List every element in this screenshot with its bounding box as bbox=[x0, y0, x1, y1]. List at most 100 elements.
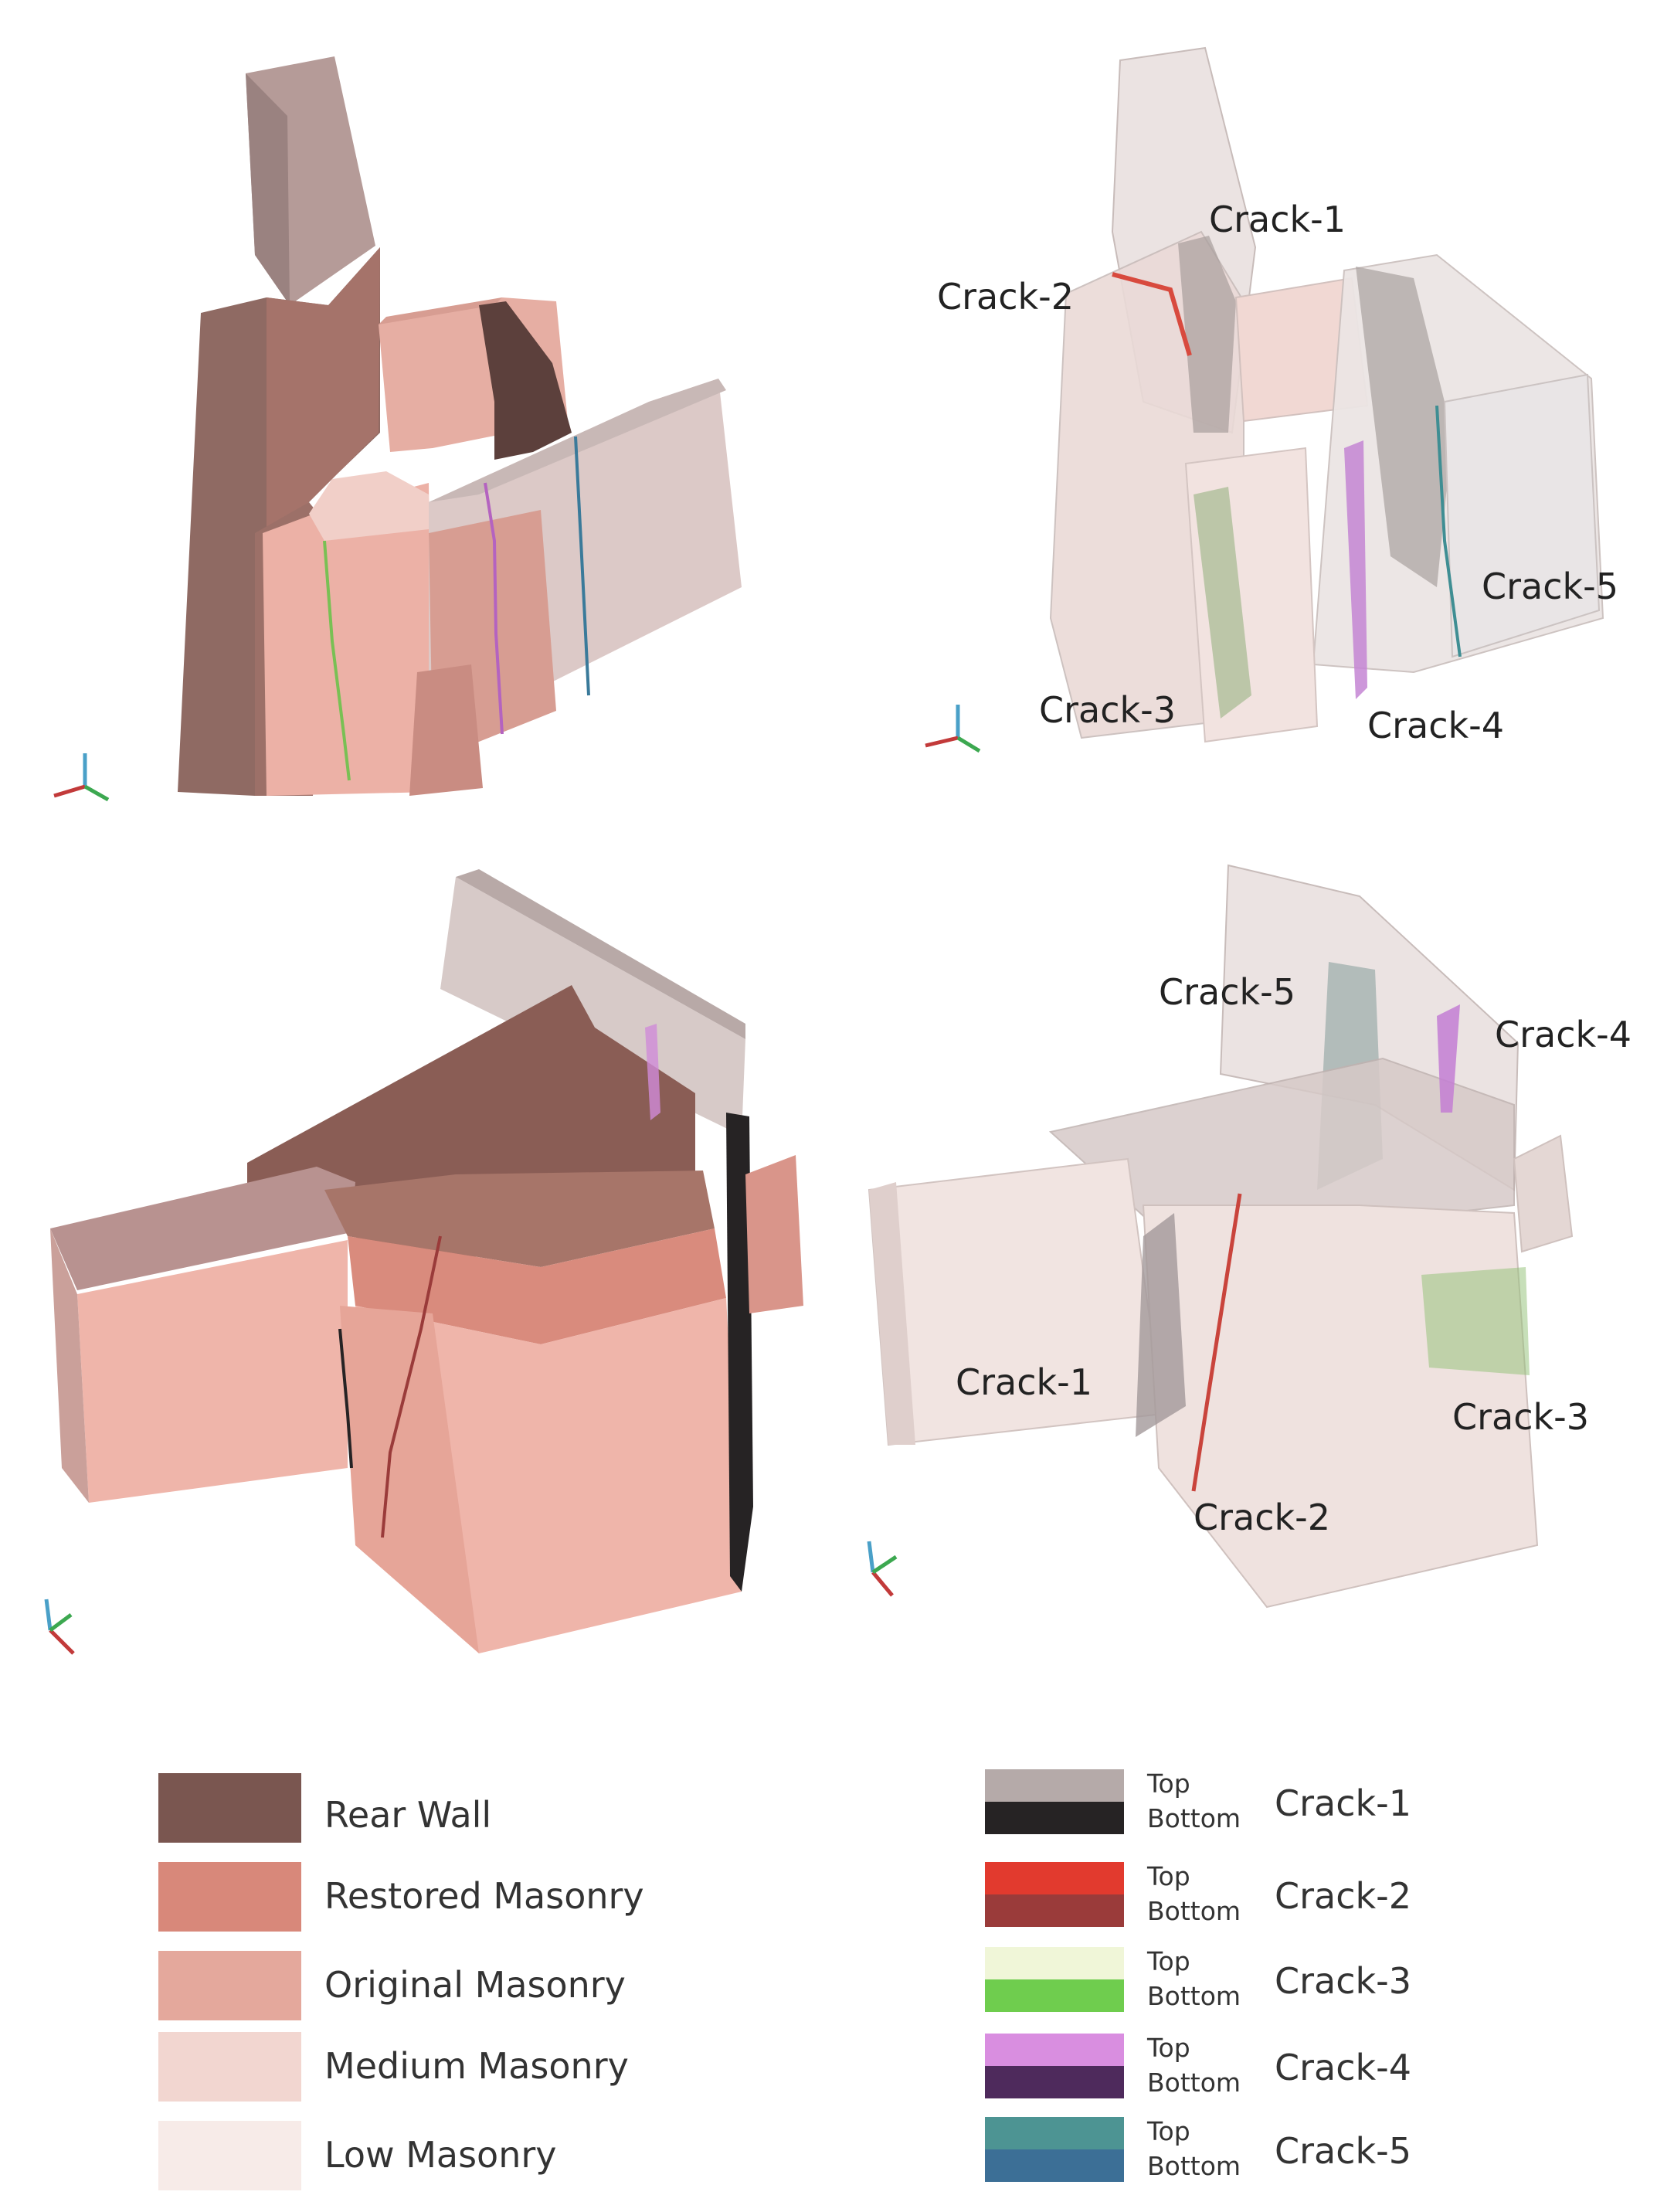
legend-swatch-bottom bbox=[985, 2066, 1124, 2098]
br-crack-4-shade bbox=[1437, 1004, 1460, 1113]
legend-item-rear-wall: Rear Wall bbox=[158, 1773, 491, 1843]
bl-right-block bbox=[745, 1155, 803, 1313]
legend-item-crack-1: Top Bottom Crack-1 bbox=[985, 1769, 1411, 1834]
legend-item-crack-2: Top Bottom Crack-2 bbox=[985, 1861, 1411, 1927]
legend-swatch-top bbox=[985, 1862, 1124, 1894]
right-wall-top bbox=[429, 379, 726, 502]
axis-triad-icon bbox=[53, 753, 110, 802]
axis-triad-icon bbox=[925, 705, 981, 753]
legend-swatch-top bbox=[985, 2117, 1124, 2149]
crack-5-line bbox=[574, 436, 590, 696]
tr-label-crack-1: Crack-1 bbox=[1209, 199, 1346, 240]
legend-bottom-label: Bottom bbox=[1147, 2151, 1241, 2181]
br-label-crack-1: Crack-1 bbox=[956, 1361, 1092, 1403]
front-block-top bbox=[309, 471, 429, 541]
legend-label: Rear Wall bbox=[324, 1794, 491, 1836]
legend-swatch bbox=[158, 1951, 301, 2020]
legend-swatch-top bbox=[985, 2034, 1124, 2066]
tr-label-crack-3: Crack-3 bbox=[1039, 689, 1176, 731]
legend-swatch-top bbox=[985, 1769, 1124, 1802]
legend-swatch-bottom bbox=[985, 1802, 1124, 1834]
legend-bottom-label: Bottom bbox=[1147, 1803, 1241, 1833]
legend-top-label: Top bbox=[1146, 1769, 1190, 1799]
legend-crack-label: Crack-4 bbox=[1275, 2047, 1411, 2088]
bl-left-wing-top bbox=[50, 1167, 355, 1290]
legend-item-crack-3: Top Bottom Crack-3 bbox=[985, 1946, 1411, 2012]
legend-crack-label: Crack-3 bbox=[1275, 1960, 1411, 2002]
br-label-crack-4: Crack-4 bbox=[1495, 1014, 1632, 1055]
tr-right-dark bbox=[1356, 267, 1452, 587]
br-label-crack-3: Crack-3 bbox=[1452, 1396, 1589, 1438]
rear-pillar-side bbox=[246, 73, 290, 305]
bl-left-wing-side bbox=[50, 1228, 89, 1503]
tr-crack-1-shade bbox=[1178, 236, 1236, 433]
bl-crack-1-line bbox=[338, 1328, 353, 1469]
br-crack-2-line bbox=[1191, 1193, 1242, 1492]
tr-right-slab bbox=[1443, 373, 1601, 658]
tr-crack-5-line bbox=[1435, 405, 1462, 657]
legend-swatch-bottom bbox=[985, 1979, 1124, 2012]
tr-label-crack-4: Crack-4 bbox=[1367, 705, 1504, 746]
br-crack-3-shade bbox=[1421, 1267, 1530, 1375]
legend-item-original-masonry: Original Masonry bbox=[158, 1951, 626, 2020]
crack-4-line bbox=[484, 482, 504, 735]
bottom-right-model: Crack-5 Crack-4 Crack-1 Crack-3 Crack-2 bbox=[867, 864, 1632, 1609]
bl-front-left-face bbox=[340, 1306, 479, 1653]
legend-item-low-masonry: Low Masonry bbox=[158, 2121, 556, 2190]
bl-front-top bbox=[324, 1171, 715, 1267]
right-wall-step bbox=[409, 664, 483, 796]
bl-rear-top-wall bbox=[440, 877, 745, 1136]
tr-crack-2-line bbox=[1112, 272, 1192, 356]
legend-item-crack-4: Top Bottom Crack-4 bbox=[985, 2033, 1411, 2098]
tr-label-crack-2: Crack-2 bbox=[937, 276, 1074, 318]
legend-swatch-bottom bbox=[985, 2149, 1124, 2182]
legend-swatch bbox=[158, 2032, 301, 2102]
br-right-block bbox=[1513, 1134, 1574, 1253]
bottom-left-model bbox=[44, 869, 803, 1655]
bridge-beam-top bbox=[379, 297, 502, 324]
legend-label: Restored Masonry bbox=[324, 1875, 644, 1917]
bl-rear-top-face bbox=[456, 869, 745, 1039]
legend-top-label: Top bbox=[1146, 1946, 1190, 1976]
legend-item-medium-masonry: Medium Masonry bbox=[158, 2032, 629, 2102]
bl-right-edge bbox=[726, 1113, 753, 1592]
bl-left-wing-face bbox=[77, 1240, 348, 1503]
legend-swatch-bottom bbox=[985, 1894, 1124, 1927]
front-block bbox=[263, 483, 433, 796]
legend-crack-label: Crack-5 bbox=[1275, 2130, 1411, 2172]
legend-bottom-label: Bottom bbox=[1147, 1896, 1241, 1926]
bl-crack-2-line bbox=[381, 1235, 442, 1538]
legend-item-crack-5: Top Bottom Crack-5 bbox=[985, 2116, 1411, 2182]
top-right-model: Crack-1 Crack-2 Crack-3 Crack-4 Crack-5 bbox=[925, 46, 1618, 753]
legend-swatch bbox=[158, 1862, 301, 1932]
axis-triad-icon bbox=[867, 1541, 898, 1597]
legend-bottom-label: Bottom bbox=[1147, 1981, 1241, 2011]
legend-label: Low Masonry bbox=[324, 2134, 556, 2176]
tr-crack-4-shade bbox=[1344, 440, 1367, 699]
bl-pink-crack bbox=[645, 1024, 660, 1120]
br-crack-1-shade bbox=[1136, 1213, 1186, 1437]
legend-crack-label: Crack-2 bbox=[1275, 1875, 1411, 1917]
legend-swatch bbox=[158, 1773, 301, 1843]
bl-front-band bbox=[348, 1228, 726, 1344]
br-left-wing-side bbox=[869, 1182, 915, 1445]
legend-label: Original Masonry bbox=[324, 1964, 626, 2006]
legend-crack-label: Crack-1 bbox=[1275, 1782, 1411, 1824]
legend-cracks: Top Bottom Crack-1 Top Bottom Crack-2 To… bbox=[985, 1769, 1411, 2182]
crack-3-line bbox=[323, 540, 351, 781]
legend-materials: Rear Wall Restored Masonry Original Maso… bbox=[158, 1773, 644, 2190]
legend-swatch bbox=[158, 2121, 301, 2190]
legend-top-label: Top bbox=[1146, 2033, 1190, 2063]
tr-label-crack-5: Crack-5 bbox=[1482, 566, 1618, 607]
legend-top-label: Top bbox=[1146, 1861, 1190, 1891]
top-left-model bbox=[53, 56, 742, 802]
tr-crack-3-shade bbox=[1194, 487, 1251, 719]
br-label-crack-5: Crack-5 bbox=[1159, 971, 1295, 1013]
legend-swatch-top bbox=[985, 1947, 1124, 1979]
legend-bottom-label: Bottom bbox=[1147, 2068, 1241, 2098]
br-label-crack-2: Crack-2 bbox=[1194, 1497, 1330, 1538]
axis-triad-icon bbox=[44, 1599, 75, 1655]
rear-wall-dark bbox=[479, 301, 572, 460]
legend-label: Medium Masonry bbox=[324, 2045, 629, 2087]
